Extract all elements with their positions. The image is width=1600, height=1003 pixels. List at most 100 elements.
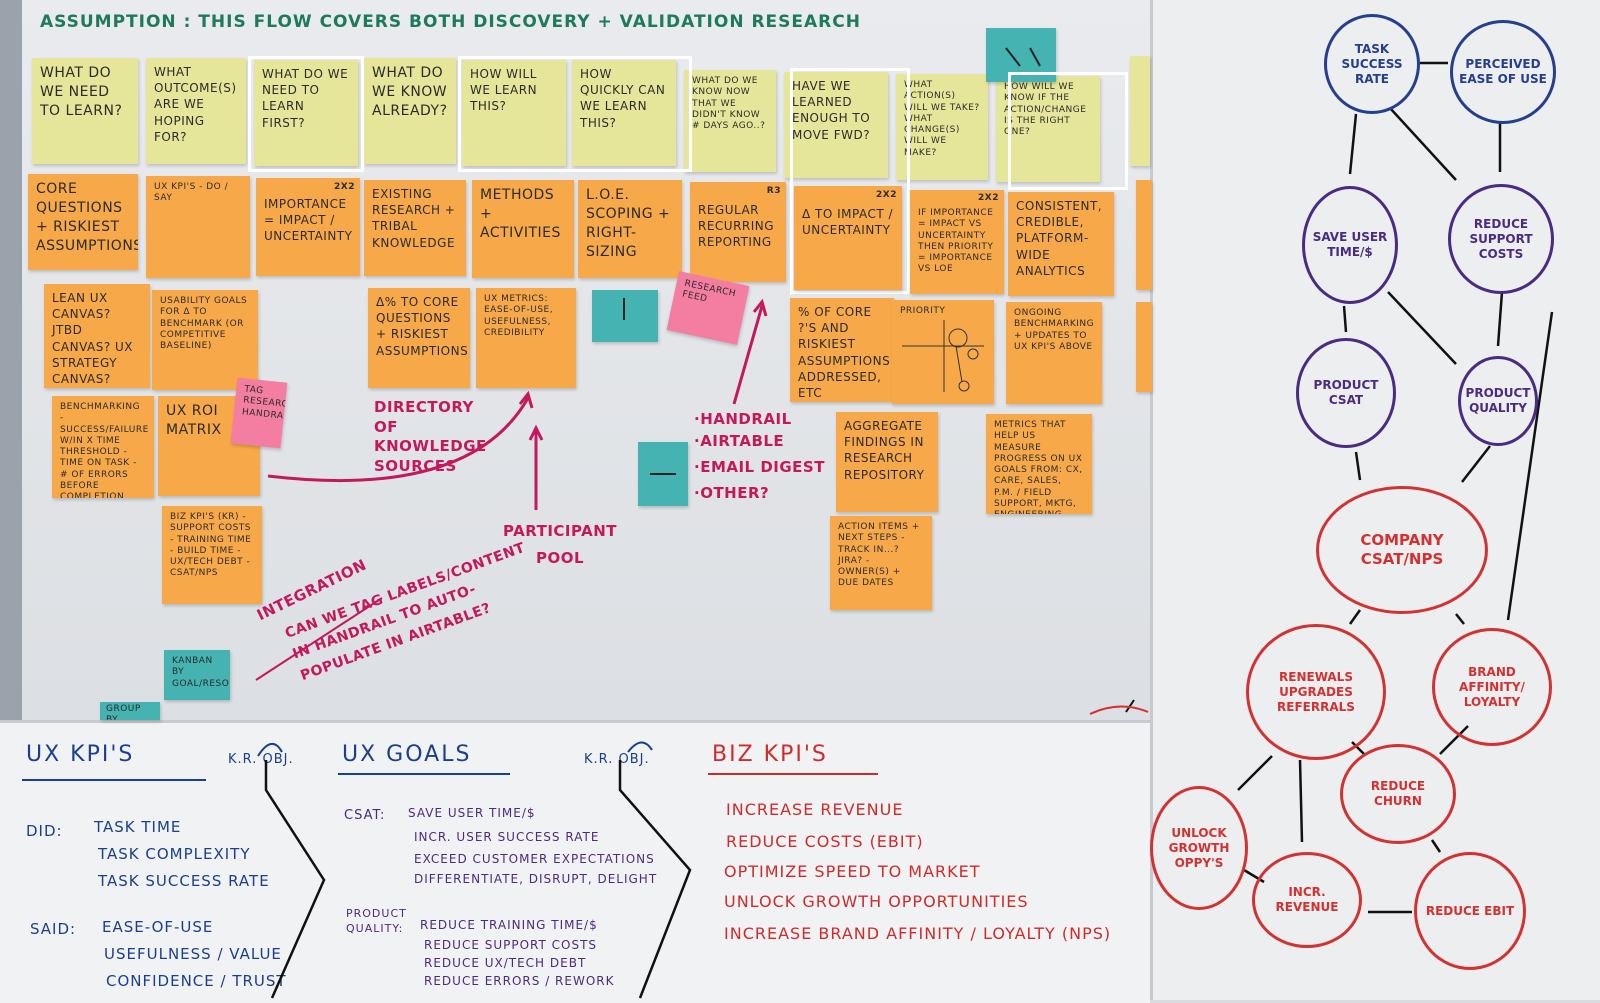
handrail-item: ·HANDRAIL bbox=[694, 410, 792, 428]
question-note: WHAT DO WE NEED TO LEARN FIRST? bbox=[254, 60, 358, 166]
ux-goals-header: UX GOALS bbox=[342, 742, 472, 767]
node-company-csat: COMPANY CSAT/NPS bbox=[1316, 486, 1488, 614]
said-item: EASE-OF-USE bbox=[102, 918, 214, 936]
biz-kpis-header: BIZ KPI'S bbox=[712, 742, 828, 767]
orange-note: % OF CORE ?'S AND RISKIEST ASSUMPTIONS A… bbox=[790, 298, 894, 402]
teal-note: KANBAN BY GOAL/RESOURCE bbox=[164, 650, 230, 700]
kr-obj-label: K.R. OBJ. bbox=[584, 752, 650, 767]
did-item: TASK SUCCESS RATE bbox=[98, 872, 270, 890]
biz-kpi-item: OPTIMIZE SPEED TO MARKET bbox=[724, 862, 981, 881]
edge-note bbox=[1136, 302, 1152, 392]
node-reduce-churn: REDUCE CHURN bbox=[1340, 744, 1456, 844]
orange-note: ACTION ITEMS + NEXT STEPS - TRACK IN...?… bbox=[830, 516, 932, 610]
orange-note: 2x2 IF IMPORTANCE = IMPACT VS UNCERTAINTY… bbox=[910, 190, 1004, 294]
question-note: WHAT OUTCOME(S) ARE WE HOPING FOR? bbox=[146, 58, 246, 164]
note-text: REGULAR RECURRING REPORTING bbox=[698, 203, 775, 250]
note-corner-tag: 2x2 bbox=[876, 190, 897, 200]
question-note: WHAT DO WE KNOW ALREADY? bbox=[364, 58, 456, 164]
question-note: HOW WILL WE LEARN THIS? bbox=[462, 60, 566, 166]
node-incr-revenue: INCR. REVENUE bbox=[1252, 852, 1362, 948]
pq-item: REDUCE TRAINING TIME/$ bbox=[420, 918, 598, 932]
question-note: WHAT DO WE NEED TO LEARN? bbox=[32, 58, 138, 164]
note-text: IMPORTANCE = IMPACT / UNCERTAINTY bbox=[264, 197, 353, 244]
question-note: HOW QUICKLY CAN WE LEARN THIS? bbox=[572, 60, 676, 166]
did-item: TASK COMPLEXITY bbox=[98, 845, 251, 863]
orange-note: CORE QUESTIONS + RISKIEST ASSUMPTIONS bbox=[28, 174, 138, 270]
edge-note bbox=[1136, 180, 1152, 290]
orange-note: Δ% TO CORE QUESTIONS + RISKIEST ASSUMPTI… bbox=[368, 288, 470, 388]
whiteboard-frame bbox=[0, 0, 22, 720]
handrail-item: ·EMAIL DIGEST bbox=[694, 458, 825, 476]
bottom-lines bbox=[22, 741, 878, 999]
orange-note: CONSISTENT, CREDIBLE, PLATFORM-WIDE ANAL… bbox=[1008, 192, 1114, 296]
board-arrows bbox=[255, 47, 1041, 681]
csat-item: INCR. USER SUCCESS RATE bbox=[414, 830, 600, 844]
orange-note: EXISTING RESEARCH + TRIBAL KNOWLEDGE bbox=[364, 180, 466, 276]
said-item: CONFIDENCE / TRUST bbox=[106, 972, 287, 990]
pq-item: REDUCE SUPPORT COSTS bbox=[424, 938, 598, 952]
note-text: PRIORITY bbox=[900, 306, 946, 316]
orange-note: 2x2 Δ TO IMPACT / UNCERTAINTY bbox=[794, 186, 902, 290]
orange-note: METRICS THAT HELP US MEASURE PROGRESS ON… bbox=[986, 414, 1092, 514]
csat-item: DIFFERENTIATE, DISRUPT, DELIGHT bbox=[414, 872, 658, 886]
orange-note: PRIORITY bbox=[892, 300, 994, 404]
orange-note: USABILITY GOALS FOR Δ TO BENCHMARK (OR C… bbox=[152, 290, 258, 390]
note-text: IF IMPORTANCE = IMPACT VS UNCERTAINTY TH… bbox=[918, 208, 994, 275]
biz-kpi-item: UNLOCK GROWTH OPPORTUNITIES bbox=[724, 892, 1029, 911]
pq-item: REDUCE UX/TECH DEBT bbox=[424, 956, 587, 970]
edge-note bbox=[1130, 56, 1150, 166]
assumption-heading: ASSUMPTION : THIS FLOW COVERS BOTH DISCO… bbox=[40, 12, 861, 32]
highlight-box bbox=[790, 68, 910, 294]
question-note: WHAT DO WE KNOW NOW THAT WE DIDN'T KNOW … bbox=[684, 70, 776, 172]
node-brand-affinity: BRAND AFFINITY/ LOYALTY bbox=[1432, 628, 1552, 746]
note-corner-tag: 2x2 bbox=[334, 182, 355, 192]
directory-note: DIRECTORY OF KNOWLEDGE SOURCES bbox=[374, 398, 487, 475]
orange-note: L.O.E. SCOPING + RIGHT-SIZING bbox=[578, 180, 682, 278]
orange-note: BENCHMARKING - SUCCESS/FAILURE W/IN X TI… bbox=[52, 396, 154, 498]
biz-kpi-item: INCREASE REVENUE bbox=[726, 800, 904, 819]
note-corner-tag: R3 bbox=[766, 186, 781, 196]
orange-note: AGGREGATE FINDINGS IN RESEARCH REPOSITOR… bbox=[836, 412, 938, 512]
orange-note: BIZ KPI'S (KR) - SUPPORT COSTS - TRAININ… bbox=[162, 506, 262, 604]
teal-note: GROUP BY bbox=[100, 702, 160, 720]
biz-kpi-item: REDUCE COSTS (EBIT) bbox=[726, 832, 924, 851]
kr-obj-label: K.R. OBJ. bbox=[228, 752, 294, 767]
node-renewals: RENEWALS UPGRADES REFERRALS bbox=[1246, 624, 1386, 760]
ux-kpis-header: UX KPI'S bbox=[26, 742, 135, 767]
csat-label: CSAT: bbox=[344, 808, 386, 823]
highlight-box bbox=[248, 56, 364, 172]
question-note: HAVE WE LEARNED ENOUGH TO MOVE FWD? bbox=[784, 72, 888, 178]
orange-note: METHODS + ACTIVITIES bbox=[472, 180, 574, 278]
orange-note: UX KPI'S - DO / SAY bbox=[146, 176, 250, 278]
question-note: HOW WILL WE KNOW IF THE ACTION/CHANGE IS… bbox=[996, 76, 1100, 182]
orange-note: 2x2IMPORTANCE = IMPACT / UNCERTAINTY bbox=[256, 178, 360, 276]
node-product-quality: PRODUCT QUALITY bbox=[1458, 356, 1538, 446]
note-corner-tag: 2x2 bbox=[978, 193, 999, 203]
biz-kpi-item: INCREASE BRAND AFFINITY / LOYALTY (NPS) bbox=[724, 924, 1112, 943]
node-task-success: TASK SUCCESS RATE bbox=[1324, 14, 1420, 114]
orange-note: UX METRICS: EASE-OF-USE, USEFULNESS, CRE… bbox=[476, 288, 576, 388]
highlight-box bbox=[1008, 72, 1128, 190]
handrail-item: ·AIRTABLE bbox=[694, 432, 785, 450]
highlight-box bbox=[458, 56, 692, 172]
node-product-csat: PRODUCT CSAT bbox=[1296, 338, 1396, 448]
node-perceived-ease: PERCEIVED EASE OF USE bbox=[1450, 20, 1556, 124]
note-text: Δ TO IMPACT / UNCERTAINTY bbox=[802, 207, 894, 238]
orange-note: LEAN UX CANVAS? JTBD CANVAS? UX STRATEGY… bbox=[44, 284, 150, 388]
node-unlock-growth: UNLOCK GROWTH OPPY'S bbox=[1150, 786, 1248, 910]
product-quality-label: PRODUCT QUALITY: bbox=[346, 907, 407, 936]
handrail-item: ·OTHER? bbox=[694, 484, 770, 502]
csat-item: EXCEED CUSTOMER EXPECTATIONS bbox=[414, 852, 655, 866]
said-item: USEFULNESS / VALUE bbox=[104, 945, 282, 963]
orange-note: ONGOING BENCHMARKING + UPDATES TO UX KPI… bbox=[1006, 302, 1102, 404]
node-save-user: SAVE USER TIME/$ bbox=[1302, 186, 1398, 304]
node-reduce-support: REDUCE SUPPORT COSTS bbox=[1448, 184, 1554, 294]
did-label: DID: bbox=[26, 822, 63, 840]
question-note: WHAT ACTION(S) WILL WE TAKE? WHAT CHANGE… bbox=[896, 74, 988, 180]
whiteboard-bottom bbox=[0, 720, 1150, 1003]
pq-item: REDUCE ERRORS / REWORK bbox=[424, 974, 615, 988]
node-reduce-ebit: REDUCE EBIT bbox=[1414, 852, 1526, 970]
did-item: TASK TIME bbox=[94, 818, 182, 836]
